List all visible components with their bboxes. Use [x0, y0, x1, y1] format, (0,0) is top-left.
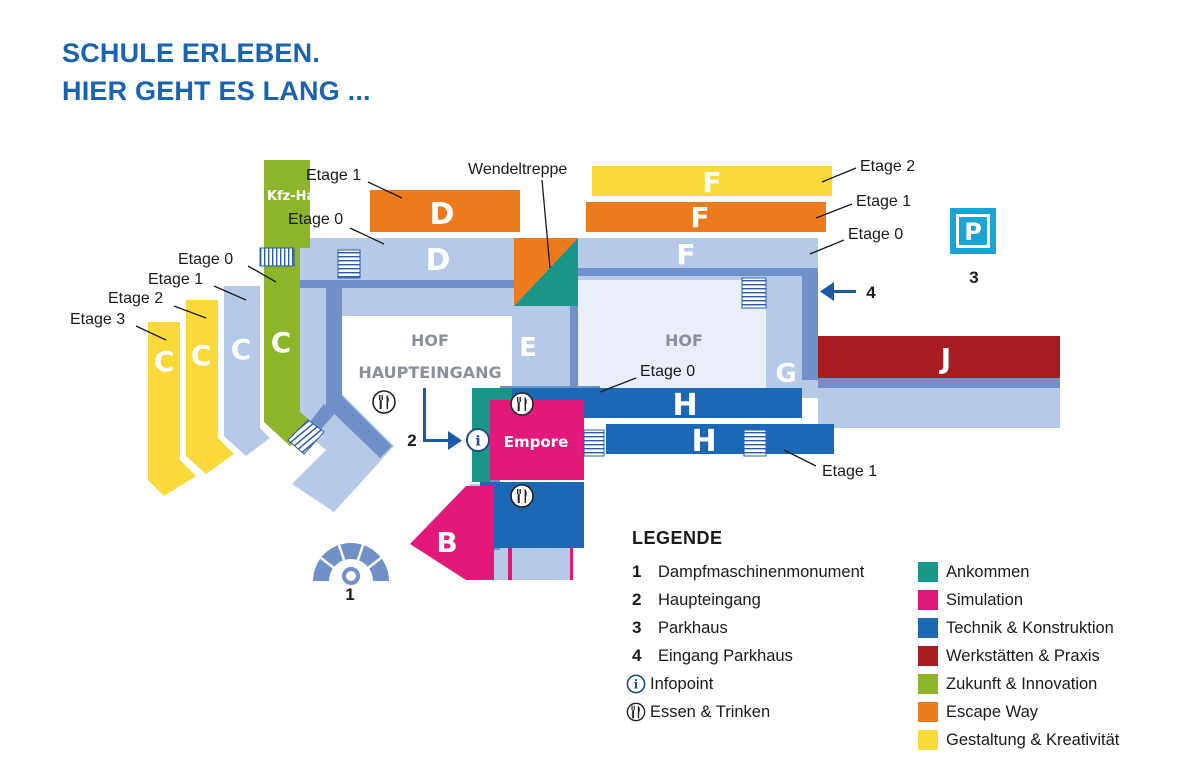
- legend-item-infopoint: i Infopoint: [626, 672, 713, 696]
- label-h-0: H: [672, 388, 697, 423]
- etage-c1-label: Etage 1: [148, 271, 203, 288]
- swatch-zukunft: [918, 674, 938, 694]
- wendeltreppe-teal: [514, 238, 578, 306]
- building-c-etage-2[interactable]: [186, 300, 234, 474]
- building-f-etage-1[interactable]: [586, 202, 826, 232]
- swatch-technik: [918, 618, 938, 638]
- building-c-etage-3[interactable]: [148, 322, 196, 496]
- monument-icon[interactable]: [313, 543, 389, 585]
- label-g: G: [775, 359, 796, 389]
- stairs-empore: [583, 429, 605, 457]
- label-c-0: C: [271, 326, 292, 359]
- legend-area-escape: Escape Way: [918, 700, 1038, 724]
- label-e: E: [519, 333, 537, 363]
- legend-item-1: 1 Dampfmaschinenmonument: [632, 562, 865, 581]
- building-b[interactable]: [410, 486, 494, 580]
- wendeltreppe-label: Wendeltreppe: [468, 161, 567, 178]
- title-line-1: SCHULE ERLEBEN.: [62, 38, 321, 68]
- label-c-2: C: [191, 339, 212, 372]
- legend-item-3: 3 Parkhaus: [632, 618, 728, 637]
- building-c-etage-1[interactable]: [224, 286, 270, 456]
- etage-h0-label: Etage 0: [640, 363, 695, 380]
- building-f-etage-2[interactable]: [592, 166, 832, 196]
- fork-knife-icon[interactable]: [510, 484, 534, 508]
- info-icon[interactable]: i: [466, 428, 490, 452]
- legend-area-zukunft: Zukunft & Innovation: [918, 672, 1097, 696]
- stairs-h: [743, 429, 767, 457]
- page-title: SCHULE ERLEBEN. HIER GEHT ES LANG ...: [62, 34, 371, 110]
- marker-1: 1: [345, 585, 354, 604]
- fork-knife-icon[interactable]: [510, 392, 534, 416]
- swatch-escape: [918, 702, 938, 722]
- marker-3: 3: [969, 268, 978, 287]
- swatch-simulation: [918, 590, 938, 610]
- fork-knife-icon: [626, 702, 646, 722]
- legend-title: LEGENDE: [632, 528, 723, 548]
- parking-icon[interactable]: P: [950, 208, 996, 254]
- legend-area-technik: Technik & Konstruktion: [918, 616, 1114, 640]
- entrance-arrow-2: [423, 388, 462, 450]
- label-f-2: F: [702, 166, 721, 199]
- svg-text:i: i: [475, 434, 480, 450]
- building-h-etage-1[interactable]: [606, 424, 834, 454]
- leader-lines: [135, 167, 857, 467]
- haupteingang-label: HAUPTEINGANG: [358, 363, 501, 382]
- etage-f2-label: Etage 2: [860, 158, 915, 175]
- stairs-diagonal: [287, 419, 325, 455]
- stairs-f: [741, 277, 767, 309]
- kfz-halle-label: Kfz-Halle: [267, 189, 333, 204]
- fork-knife-icon[interactable]: [372, 390, 396, 414]
- marker-4: 4: [866, 283, 876, 302]
- legend-area-gestaltung: Gestaltung & Kreativität: [918, 728, 1119, 752]
- swatch-gestaltung: [918, 730, 938, 750]
- etage-f0-label: Etage 0: [848, 226, 903, 243]
- building-d-escape[interactable]: [370, 190, 520, 232]
- legend-area-simulation: Simulation: [918, 588, 1023, 612]
- kfz-halle[interactable]: [264, 160, 310, 248]
- stairs-d: [337, 249, 361, 279]
- etage-d0-label: Etage 0: [288, 211, 343, 228]
- legend: LEGENDE 1 Dampfmaschinenmonument 2 Haupt…: [626, 528, 1170, 778]
- label-f-0: F: [676, 238, 695, 271]
- label-d-0: D: [426, 243, 451, 278]
- parking-letter: P: [964, 218, 982, 246]
- etage-f1-label: Etage 1: [856, 193, 911, 210]
- etage-c0-label: Etage 0: [178, 251, 233, 268]
- entrance-arrow-4: [820, 282, 856, 301]
- label-c-3: C: [154, 345, 175, 378]
- label-h-1: H: [691, 424, 716, 459]
- empore-area[interactable]: [490, 400, 584, 480]
- label-c-1: C: [231, 333, 252, 366]
- info-icon: i: [626, 674, 646, 694]
- etage-c3-label: Etage 3: [70, 311, 125, 328]
- stairs-c: [259, 247, 295, 267]
- hof-1-label: HOF: [411, 331, 449, 350]
- legend-area-werkstaetten: Werkstätten & Praxis: [918, 644, 1100, 668]
- empore-label: Empore: [504, 433, 569, 451]
- legend-item-2: 2 Haupteingang: [632, 590, 761, 609]
- legend-item-4: 4 Eingang Parkhaus: [632, 646, 793, 665]
- building-c-etage-0[interactable]: [264, 248, 316, 446]
- etage-c2-label: Etage 2: [108, 290, 163, 307]
- label-d-1: D: [430, 197, 455, 232]
- label-j: J: [939, 342, 951, 375]
- legend-item-essen: Essen & Trinken: [626, 700, 770, 724]
- hof-2-label: HOF: [665, 331, 703, 350]
- title-line-2: HIER GEHT ES LANG ...: [62, 76, 371, 106]
- legend-area-ankommen: Ankommen: [918, 560, 1029, 584]
- swatch-ankommen: [918, 562, 938, 582]
- building-j[interactable]: [818, 336, 1060, 378]
- etage-d1-label: Etage 1: [306, 167, 361, 184]
- swatch-werkstaetten: [918, 646, 938, 666]
- svg-text:i: i: [634, 678, 639, 692]
- label-f-1: F: [690, 201, 709, 234]
- marker-2: 2: [407, 431, 416, 450]
- etage-h1-label: Etage 1: [822, 463, 877, 480]
- label-b: B: [436, 526, 457, 559]
